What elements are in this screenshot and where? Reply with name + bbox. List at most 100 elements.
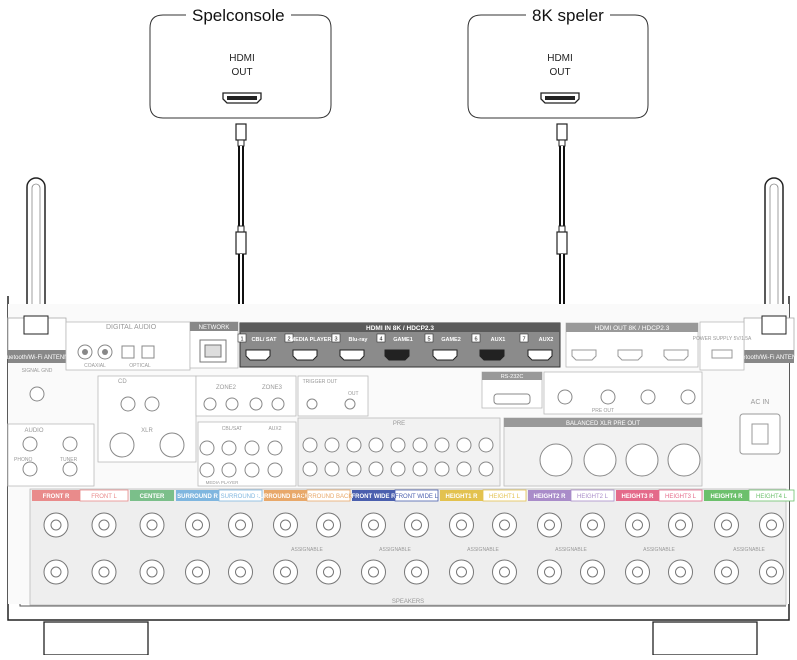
hdmi-in-port-4: 4 GAME1 [376,333,413,361]
antenna-right-label: Bluetooth/Wi-Fi ANTENNA [733,355,797,361]
device-title-8k-speler: 8K speler [526,6,610,26]
pre-out-jack [390,461,406,477]
device-title-spelconsole: Spelconsole [186,6,291,26]
hdmi-in-port-3: 3 Blu-ray [331,333,369,361]
hdmi-label-line1: HDMI [547,53,573,64]
hdmi-port-icon [384,349,410,361]
speaker-terminal-center [587,566,598,578]
hdmi-out-port-icon [222,92,262,104]
pre-out-jack [412,461,428,477]
hdmi-in-number-box [237,333,247,343]
av-receiver: Bluetooth/Wi-Fi ANTENNA Bluetooth/Wi-Fi … [1,296,797,656]
pre-out-jack [368,461,384,477]
hdmi-in-number: 1 [240,337,243,343]
speakers-label: SPEAKERS [392,599,424,605]
hdmi-in-label: GAME2 [441,337,461,343]
pre-out-jack [324,437,340,453]
speaker-label-r: FRONT R [43,494,70,500]
hdmi-in-label: CBL/ SAT [252,337,278,343]
hdmi-port-icon [432,349,458,361]
speaker-terminal-center [323,566,334,578]
pre-out-jack [346,461,362,477]
hdmi-in-number: 3 [334,337,337,343]
speaker-terminal-center [544,519,555,531]
speaker-label-r: HEIGHT4 R [710,494,743,500]
ac-in-label: AC IN [751,399,770,406]
speaker-header [704,490,749,501]
hdmi-out-label: HDMI OUT [222,52,262,80]
pre-out-jack [346,437,362,453]
speaker-terminal-center [280,519,291,531]
speaker-label-l: SURROUND L [221,494,261,500]
speaker-label-l: FRONT WIDE L [395,494,439,500]
speaker-header-l [658,489,703,502]
speaker-group-center: CENTER [130,490,174,585]
speaker-header [130,490,174,501]
speaker-terminal-center [675,566,686,578]
speaker-header [528,490,571,501]
speaker-header-l [394,489,439,502]
speaker-header [32,490,80,501]
source-device-left [149,14,332,119]
speaker-terminal-center [411,519,422,531]
pre-out-jack [456,437,472,453]
speaker-terminal-center [544,566,555,578]
hdmi-in-number: 2 [287,337,290,343]
speaker-header [440,490,483,501]
rs232c-label: RS-232C [501,374,524,380]
speaker-label-r: FRONT WIDE R [352,494,397,500]
speaker-header-l [79,489,129,502]
speaker-header-l [748,489,795,502]
speaker-terminal-center [675,519,686,531]
phono-label: PHONO [14,457,32,463]
balanced-label: BALANCED XLR PRE OUT [566,421,640,427]
speaker-header-l [570,489,615,502]
assignable-label: ASSIGNABLE [467,547,499,553]
media-player-label: MEDIA PLAYER [206,480,239,485]
pre-out-jack [302,461,318,477]
speaker-terminal-center [411,566,422,578]
speaker-terminal-center [766,519,777,531]
tuner-label: TUNER [60,457,78,463]
speaker-terminal-center [280,566,291,578]
pre-out-jack [478,437,494,453]
hdmi-in-number-box [376,333,386,343]
speaker-header [176,490,219,501]
speaker-terminal-center [766,566,777,578]
speaker-terminal-center [721,566,732,578]
speaker-label-r: SURROUND BACK R [256,494,316,500]
ir-out-label: OUT [348,391,359,397]
hdmi-in-number-box [331,333,341,343]
speaker-terminal-center [368,519,379,531]
hdmi-in-number-box [519,333,529,343]
speaker-header-l [482,489,527,502]
pre-out-jack [390,437,406,453]
zone3-label: ZONE3 [262,385,283,391]
speaker-terminal-center [146,519,158,531]
hdmi-in-label: MEDIA PLAYER [291,337,332,343]
speaker-terminal-center [499,566,510,578]
cd-label: CD [118,379,127,385]
speaker-terminal-center [632,519,643,531]
assignable-label: ASSIGNABLE [733,547,765,553]
assignable-label: ASSIGNABLE [555,547,587,553]
hdmi-in-label: Blu-ray [349,337,369,343]
antenna-left-icon [26,177,46,317]
pre-out-jack [478,461,494,477]
speaker-terminal-center [98,519,110,531]
hdmi-in-label: GAME1 [393,337,413,343]
cbl-sat-label: CBL/SAT [222,426,242,432]
pre-out-jack [456,461,472,477]
xlr-label: XLR [141,428,153,434]
hdmi-port-icon [339,349,365,361]
hdmi-in-label: AUX2 [539,337,554,343]
hdmi-out-header: HDMI OUT 8K / HDCP2.3 [595,325,670,332]
speaker-label-l: SURROUND BACK L [300,494,358,500]
hdmi-in-number: 4 [379,337,382,343]
